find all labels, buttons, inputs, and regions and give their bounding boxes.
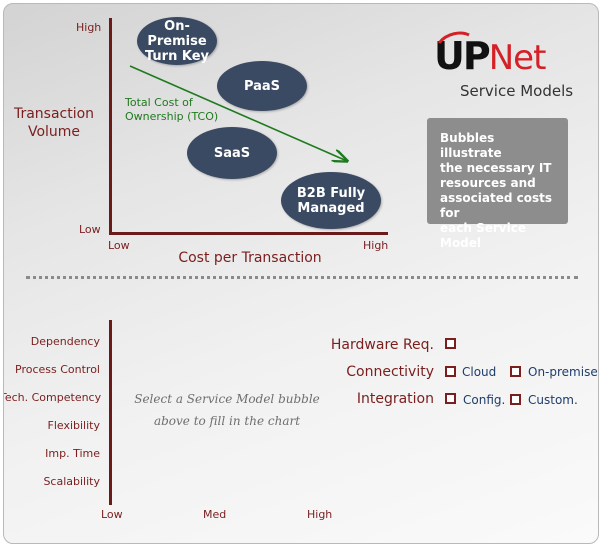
attribute-x-low-label: Low <box>101 508 123 521</box>
section-divider <box>26 276 578 279</box>
y-axis-title-line2: Volume <box>27 124 81 140</box>
empty-chart-placeholder: Select a Service Model bubble above to f… <box>132 388 322 432</box>
config-label: Config. <box>463 393 506 407</box>
connectivity-label: Connectivity <box>346 364 434 380</box>
custom-checkbox[interactable] <box>510 394 521 405</box>
placeholder-line2: above to fill in the chart <box>153 414 301 428</box>
row-scalability: Scalability <box>43 475 100 488</box>
bubble-b2b-line1: B2B Fully <box>296 185 366 201</box>
logo-swoosh-icon <box>437 31 470 45</box>
placeholder-line1: Select a Service Model bubble <box>134 392 320 406</box>
row-flexibility: Flexibility <box>47 419 101 432</box>
tco-arrow <box>129 65 599 274</box>
y-axis-title: Transaction Volume <box>9 105 99 141</box>
on-premise-checkbox[interactable] <box>510 366 521 377</box>
info-line1: Bubbles illustrate <box>440 131 502 160</box>
logo-up-text: UP <box>434 34 491 78</box>
y-axis-line <box>109 18 112 235</box>
logo-net-text: Net <box>488 38 547 78</box>
attribute-axis-line <box>109 320 112 505</box>
info-line4: associated costs for <box>440 191 552 220</box>
bubble-paas[interactable]: PaaS <box>217 61 307 111</box>
bubble-paas-label: PaaS <box>243 78 281 94</box>
x-axis-low-label: Low <box>108 239 130 252</box>
info-box: Bubbles illustrate the necessary IT reso… <box>427 118 568 250</box>
x-axis-title: Cost per Transaction <box>178 250 322 266</box>
x-axis-line <box>109 232 388 235</box>
service-models-panel: High Low Low High Transaction Volume Cos… <box>3 3 599 544</box>
tco-label-line1: Total Cost of <box>125 96 193 109</box>
bubble-on-premise-line1: On-Premise <box>147 18 207 49</box>
hardware-req-label: Hardware Req. <box>330 337 434 353</box>
upnet-logo: UPNet <box>434 34 547 78</box>
row-imp-time: Imp. Time <box>45 447 100 460</box>
cloud-checkbox[interactable] <box>445 366 456 377</box>
custom-label: Custom. <box>528 393 578 407</box>
config-checkbox[interactable] <box>445 393 456 404</box>
bubble-b2b-fully-managed[interactable]: B2B Fully Managed <box>281 172 381 229</box>
on-premise-label: On-premise <box>528 365 598 379</box>
y-axis-title-line1: Transaction <box>13 106 95 122</box>
bubble-on-premise-line2: Turn Key <box>144 48 210 64</box>
hardware-req-checkbox[interactable] <box>445 338 456 349</box>
attribute-x-high-label: High <box>307 508 333 521</box>
bubble-b2b-line2: Managed <box>297 200 365 216</box>
info-line5: each Service Model <box>440 221 526 250</box>
bubble-saas-label: SaaS <box>213 145 251 161</box>
y-axis-low-label: Low <box>79 223 101 236</box>
row-process-control: Process Control <box>15 363 100 376</box>
row-dependency: Dependency <box>30 335 100 348</box>
logo-subtitle: Service Models <box>460 82 574 100</box>
y-axis-high-label: High <box>76 21 102 34</box>
bubble-saas[interactable]: SaaS <box>187 127 277 179</box>
info-line3: resources and <box>440 176 536 190</box>
info-line2: the necessary IT <box>440 161 552 175</box>
integration-label: Integration <box>356 391 434 407</box>
attribute-x-med-label: Med <box>203 508 227 521</box>
cloud-label: Cloud <box>462 365 497 379</box>
tco-label-line2: Ownership (TCO) <box>125 110 219 123</box>
tco-label: Total Cost of Ownership (TCO) <box>125 96 218 124</box>
bubble-on-premise-turn-key[interactable]: On-Premise Turn Key <box>137 17 217 65</box>
row-tech-competency: Tech. Competency <box>3 391 102 404</box>
x-axis-high-label: High <box>363 239 389 252</box>
